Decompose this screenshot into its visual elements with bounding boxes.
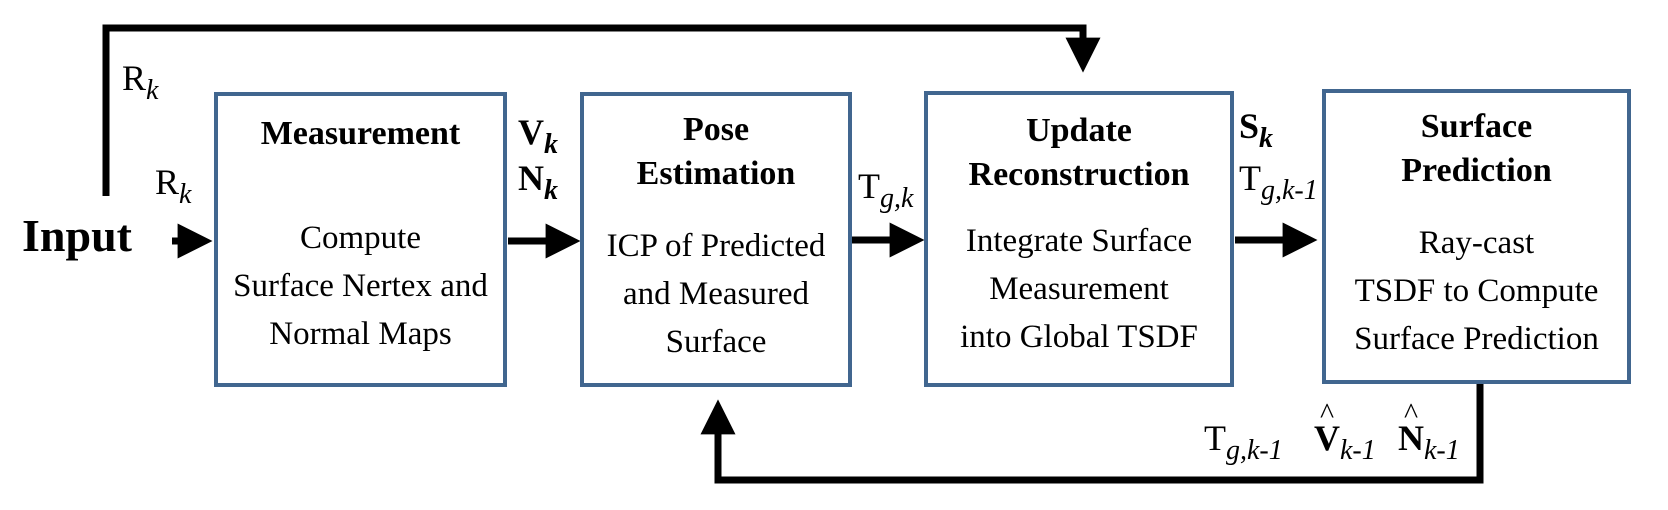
measurement-box: Measurement Compute Surface Nertex and N… bbox=[214, 92, 507, 387]
label-feedback-t: Tg,k-1 bbox=[1204, 418, 1283, 466]
label-s: Sk bbox=[1239, 106, 1274, 154]
pose-estimation-description: ICP of Predicted and Measured Surface bbox=[606, 228, 826, 360]
update-reconstruction-box: Update Reconstruction Integrate Surface … bbox=[924, 91, 1234, 387]
input-label: Input bbox=[22, 210, 132, 261]
surface-prediction-title: Surface Prediction bbox=[1401, 108, 1552, 189]
label-r-top: Rk bbox=[122, 58, 159, 106]
measurement-description: Compute Surface Nertex and Normal Maps bbox=[233, 220, 488, 352]
label-t-gk: Tg,k bbox=[858, 166, 914, 214]
label-feedback-v: Vk-1 bbox=[1314, 418, 1376, 465]
label-n: Nk bbox=[518, 158, 558, 206]
measurement-title: Measurement bbox=[260, 115, 461, 152]
pose-estimation-box: Pose Estimation ICP of Predicted and Mea… bbox=[580, 92, 852, 387]
feedback-arrow bbox=[700, 384, 1484, 484]
update-reconstruction-title: Update Reconstruction bbox=[968, 112, 1190, 193]
label-t-gk1: Tg,k-1 bbox=[1239, 158, 1318, 206]
label-r-input: Rk bbox=[155, 162, 192, 210]
label-feedback-n: Nk-1 bbox=[1398, 418, 1460, 465]
surface-prediction-box: Surface Prediction Ray-cast TSDF to Comp… bbox=[1322, 89, 1631, 384]
label-v: Vk bbox=[518, 112, 558, 160]
update-reconstruction-description: Integrate Surface Measurement into Globa… bbox=[960, 223, 1198, 355]
top-bypass-arrow bbox=[102, 24, 1101, 196]
surface-prediction-description: Ray-cast TSDF to Compute Surface Predict… bbox=[1354, 225, 1599, 357]
pose-estimation-title: Pose Estimation bbox=[636, 111, 796, 192]
